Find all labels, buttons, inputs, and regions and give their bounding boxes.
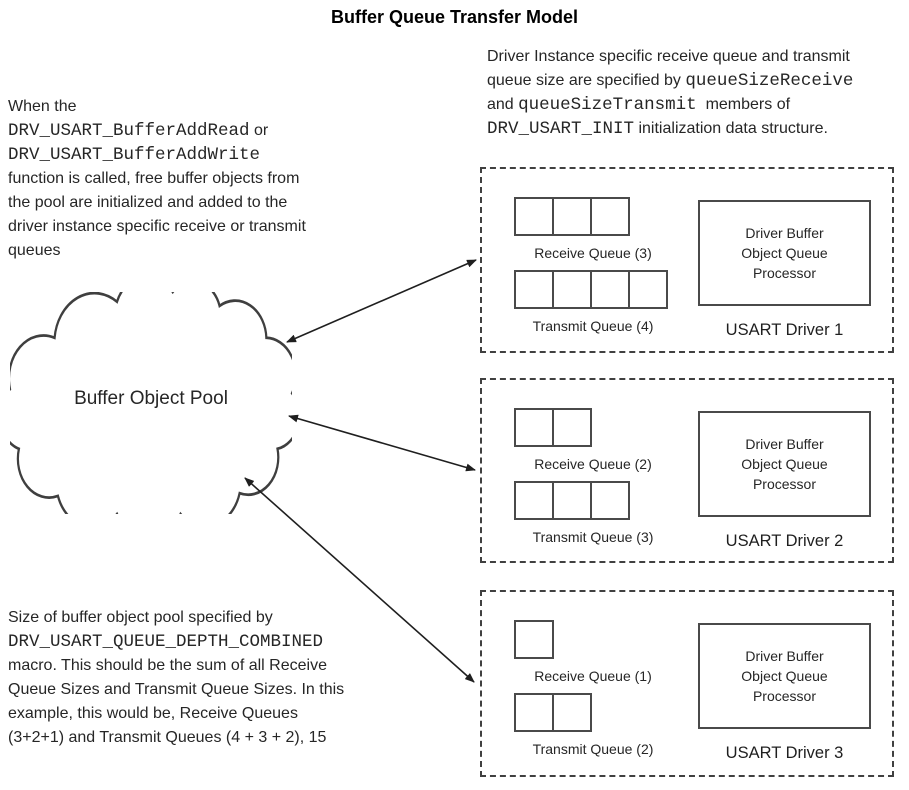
text-span: Driver Instance specific receive queue a… [487, 48, 850, 89]
driver-1-queues: Receive Queue (3) Transmit Queue (4) [514, 197, 672, 343]
driver-2-name: USART Driver 2 [725, 532, 844, 550]
driver-2-buffer-processor: Driver Buffer Object Queue Processor [698, 411, 871, 517]
driver-3-transmit-queue [514, 693, 672, 732]
buffer-object-pool-label: Buffer Object Pool [74, 388, 228, 409]
text-span: Size of buffer object pool specified by [8, 609, 273, 626]
code-span: DRV_USART_BufferAddRead [8, 121, 250, 141]
queue-cell [628, 270, 668, 309]
driver-2-transmit-queue-label: Transmit Queue (3) [532, 529, 654, 545]
driver-3-queues: Receive Queue (1) Transmit Queue (2) [514, 620, 672, 766]
queue-cell [590, 197, 630, 236]
note-top-left: When the DRV_USART_BufferAddRead or DRV_… [8, 95, 456, 263]
diagram-title: Buffer Queue Transfer Model [330, 7, 579, 27]
queue-cell [514, 408, 554, 447]
queue-cell [552, 481, 592, 520]
driver-3-receive-queue-label: Receive Queue (1) [534, 668, 652, 684]
code-span: DRV_USART_BufferAddWrite [8, 145, 261, 165]
driver-3-buffer-processor: Driver Buffer Object Queue Processor [698, 623, 871, 729]
driver-2-transmit-queue [514, 481, 672, 520]
queue-cell [552, 270, 592, 309]
driver-3-name: USART Driver 3 [725, 744, 844, 762]
buffer-object-pool-cloud: Buffer Object Pool [10, 292, 292, 514]
text-span: When the [8, 98, 77, 115]
text-span: macro. This should be the sum of all Rec… [8, 657, 345, 746]
driver-1-transmit-queue-label: Transmit Queue (4) [532, 318, 654, 334]
text-span: initialization data structure. [634, 120, 828, 137]
queue-cell [552, 408, 592, 447]
text-span: members of [705, 96, 791, 113]
queue-cell [514, 270, 554, 309]
code-span: DRV_USART_INIT [487, 119, 635, 139]
driver-2-queues: Receive Queue (2) Transmit Queue (3) [514, 408, 672, 554]
driver-1-name: USART Driver 1 [725, 321, 844, 339]
code-span: queueSizeTransmit [518, 95, 697, 115]
queue-cell [552, 693, 592, 732]
queue-cell [590, 270, 630, 309]
text-span: or [253, 122, 269, 139]
code-span: DRV_USART_QUEUE_DEPTH_COMBINED [8, 632, 324, 652]
driver-1-buffer-processor: Driver Buffer Object Queue Processor [698, 200, 871, 306]
usart-driver-3-box: Receive Queue (1) Transmit Queue (2) Dri… [480, 590, 894, 777]
driver-2-receive-queue [514, 408, 672, 447]
usart-driver-2-box: Receive Queue (2) Transmit Queue (3) Dri… [480, 378, 894, 563]
queue-cell [514, 481, 554, 520]
driver-1-receive-queue-label: Receive Queue (3) [534, 245, 652, 261]
driver-2-receive-queue-label: Receive Queue (2) [534, 456, 652, 472]
queue-cell [514, 693, 554, 732]
driver-3-receive-queue [514, 620, 672, 659]
queue-cell [552, 197, 592, 236]
pool-to-driver-1-arrow [286, 259, 477, 343]
note-bottom-left: Size of buffer object pool specified by … [8, 606, 460, 750]
usart-driver-1-box: Receive Queue (3) Transmit Queue (4) Dri… [480, 167, 894, 353]
note-top-right: Driver Instance specific receive queue a… [487, 45, 907, 141]
queue-cell [590, 481, 630, 520]
queue-cell [514, 620, 554, 659]
driver-1-receive-queue [514, 197, 672, 236]
driver-3-transmit-queue-label: Transmit Queue (2) [532, 741, 654, 757]
pool-to-driver-2-arrow [288, 414, 476, 472]
queue-cell [514, 197, 554, 236]
text-span: function is called, free buffer objects … [8, 170, 306, 259]
text-span: and [487, 96, 514, 113]
driver-1-transmit-queue [514, 270, 672, 309]
code-span: queueSizeReceive [685, 71, 854, 91]
